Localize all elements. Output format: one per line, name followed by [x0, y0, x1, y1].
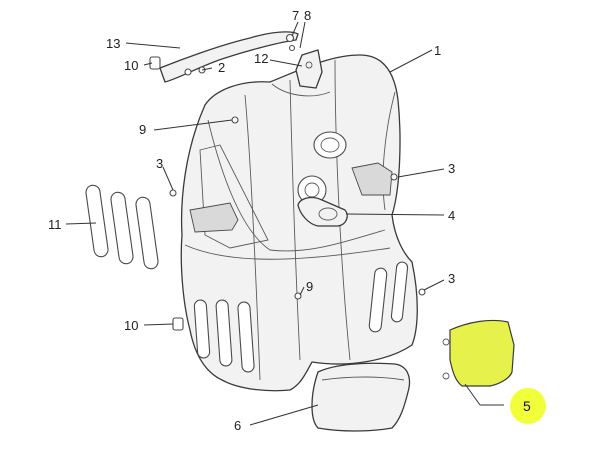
- right-lower-vents: [368, 261, 409, 333]
- detached-grilles: [85, 184, 159, 270]
- callout-11: 11: [48, 217, 62, 232]
- callout-8: 8: [304, 8, 311, 23]
- callout-6: 6: [234, 418, 241, 433]
- callout-labels: 1 2 3 3 3 4 5 6 7 8 9 9 10 10 11 12 13: [48, 8, 531, 433]
- callout-10a: 10: [124, 58, 138, 73]
- callout-1: 1: [434, 43, 441, 58]
- callout-7: 7: [292, 8, 299, 23]
- right-hook-recess: [351, 162, 393, 196]
- callout-13: 13: [106, 36, 120, 51]
- part-5-badge: [510, 388, 546, 424]
- leader-lines: [65, 21, 504, 426]
- top-bracket-part: [295, 49, 323, 89]
- highlighted-panel-part-5: [442, 319, 515, 387]
- fasteners: [149, 33, 426, 331]
- upper-trim-strip: [159, 31, 299, 83]
- callout-5: 5: [523, 398, 531, 414]
- callout-10b: 10: [124, 318, 138, 333]
- lower-cover-part: [311, 362, 411, 432]
- ignition-hole: [313, 131, 347, 159]
- callout-4: 4: [448, 208, 455, 223]
- callout-9b: 9: [306, 279, 313, 294]
- callout-3a: 3: [156, 156, 163, 171]
- callout-2: 2: [218, 60, 225, 75]
- callout-9a: 9: [139, 122, 146, 137]
- left-lower-vents: [193, 299, 255, 373]
- ignition-lock-part: [297, 175, 348, 227]
- callout-12: 12: [254, 51, 268, 66]
- callout-3b: 3: [448, 161, 455, 176]
- left-hook-recess: [189, 202, 239, 233]
- callout-3c: 3: [448, 271, 455, 286]
